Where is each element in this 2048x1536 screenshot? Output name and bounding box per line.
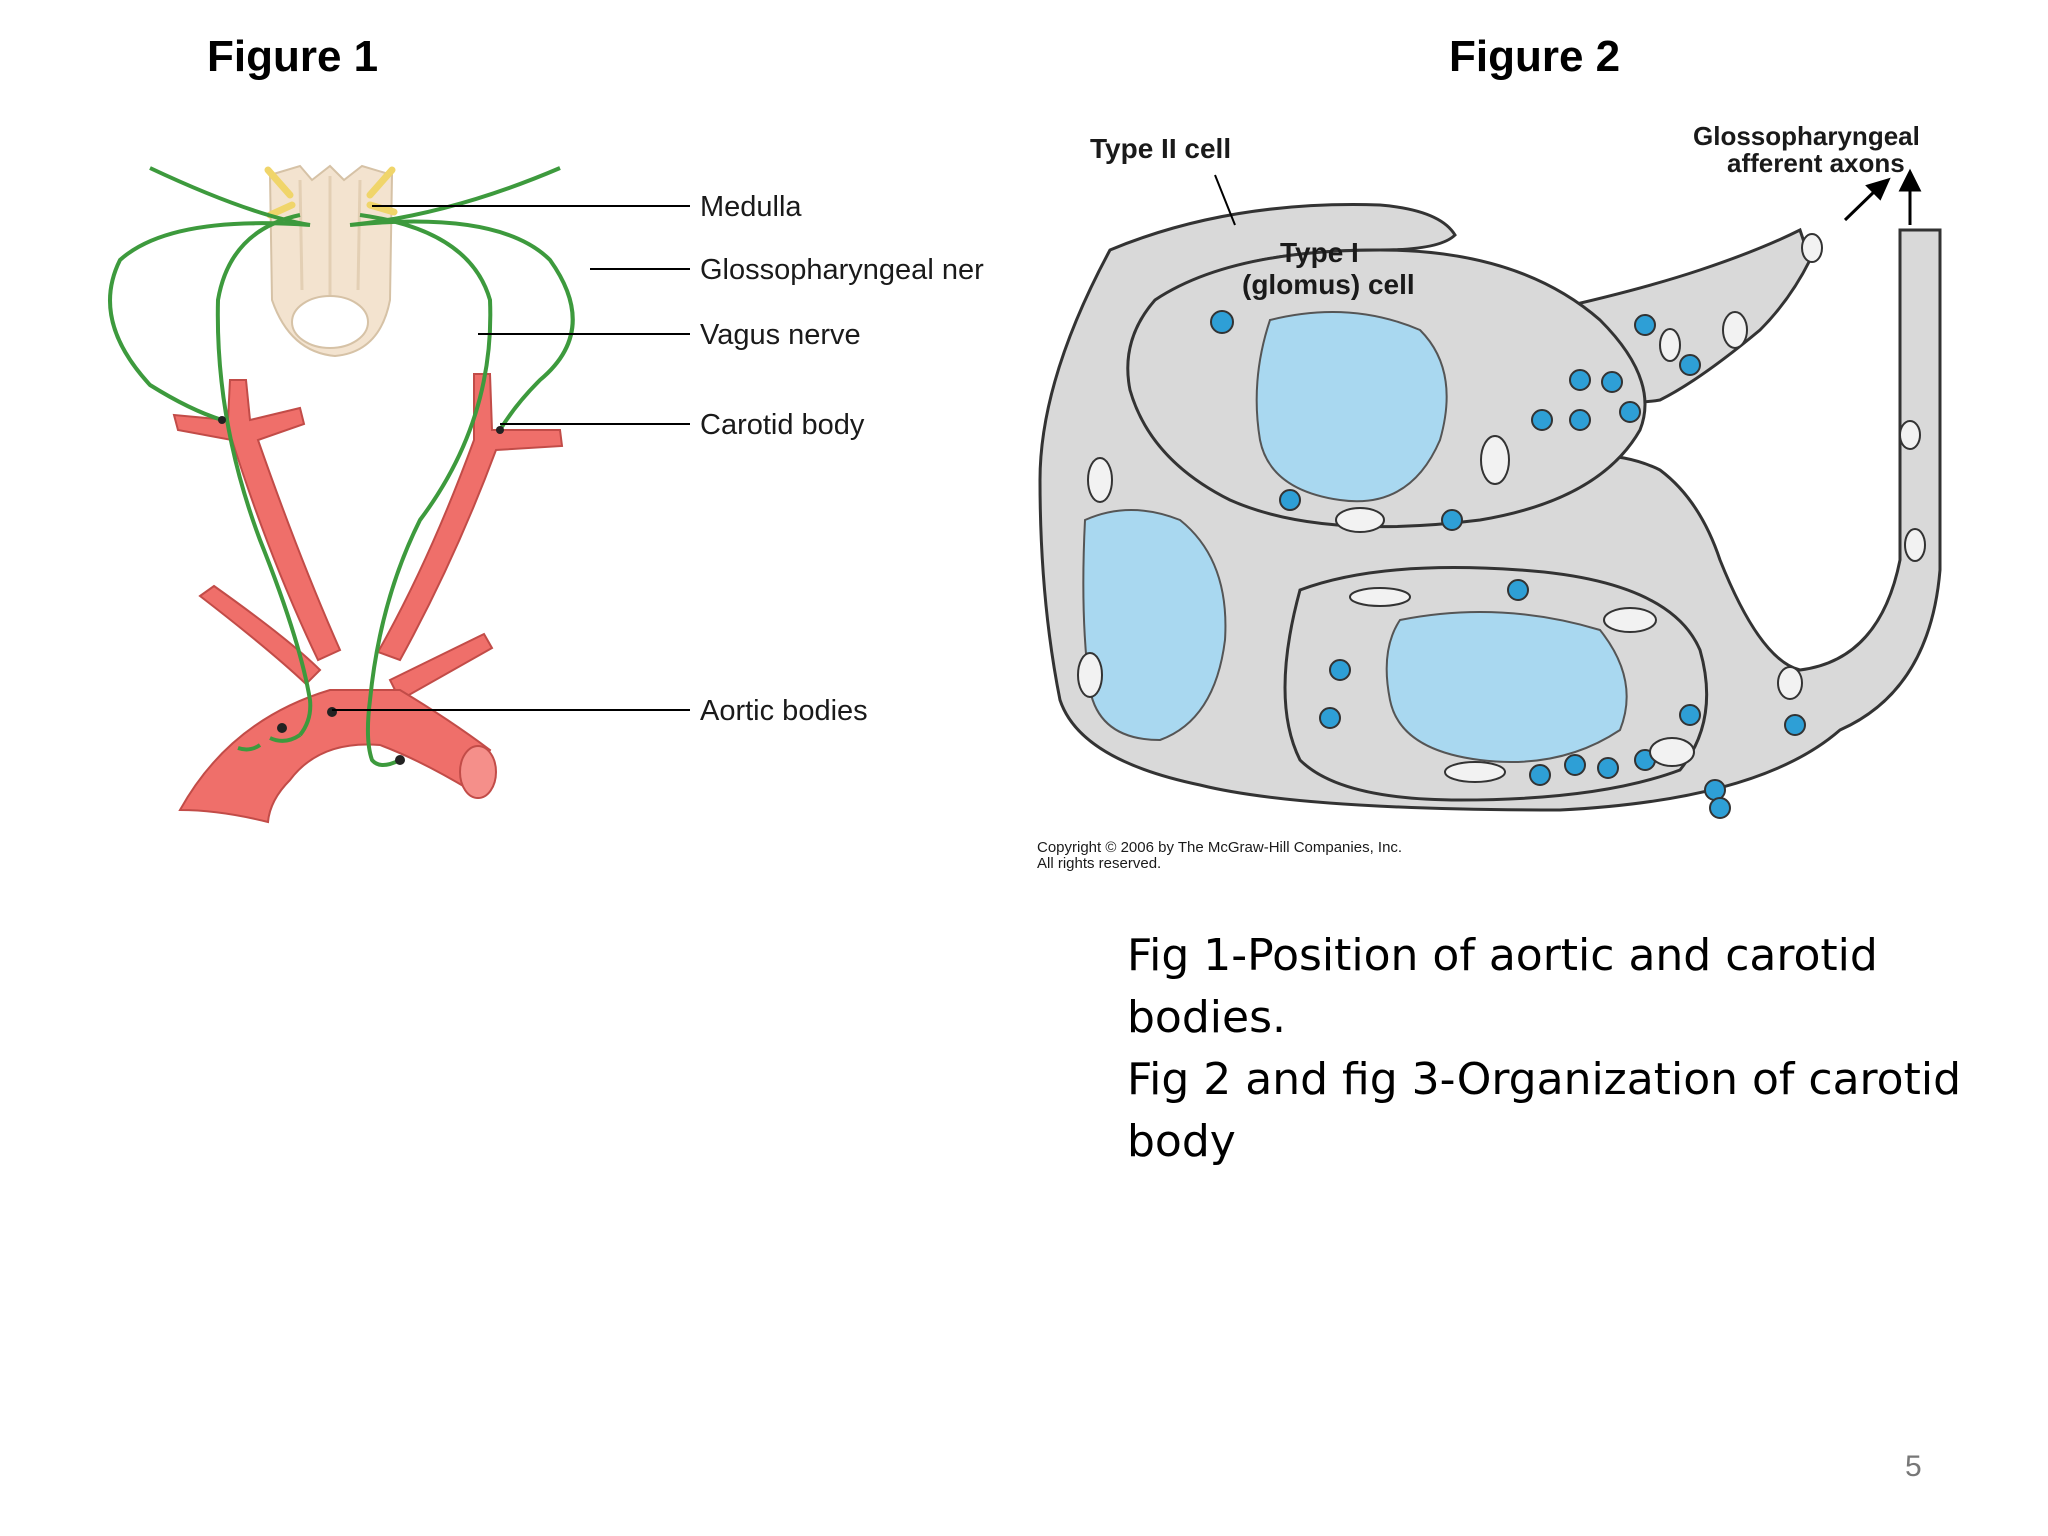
arteries xyxy=(172,373,564,824)
caption: Fig 1-Position of aortic and carotid bod… xyxy=(1127,925,1987,1173)
caption-line-4: body xyxy=(1127,1116,1236,1167)
copyright-line2: All rights reserved. xyxy=(1037,855,1161,872)
axon-arrows xyxy=(1214,168,1922,226)
type-i-cell-lower xyxy=(1082,509,1709,802)
caption-line-3: Fig 2 and fig 3-Organization of carotid xyxy=(1127,1054,1962,1105)
vesicles xyxy=(1210,310,1806,819)
label-type-i-cell-line1: Type I xyxy=(1280,237,1359,268)
label-glossopharyngeal-axons-line1: Glossopharyngeal xyxy=(1693,121,1920,151)
copyright-line1: Copyright © 2006 by The McGraw-Hill Comp… xyxy=(1037,839,1402,856)
label-carotid-body: Carotid body xyxy=(700,409,865,441)
medulla-shape xyxy=(264,164,398,358)
leader-lines xyxy=(332,205,690,711)
label-type-i-cell-line2: (glomus) cell xyxy=(1242,269,1415,300)
caption-line-1: Fig 1-Position of aortic and carotid xyxy=(1127,930,1878,981)
label-aortic-bodies: Aortic bodies xyxy=(700,695,868,727)
label-glossopharyngeal-nerve: Glossopharyngeal ner xyxy=(700,254,984,286)
label-vagus-nerve: Vagus nerve xyxy=(700,319,861,351)
caption-line-2: bodies. xyxy=(1127,992,1286,1043)
mitochondria xyxy=(1077,233,1926,783)
page-number: 5 xyxy=(1905,1450,1922,1483)
label-type-ii-cell: Type II cell xyxy=(1090,133,1231,164)
label-medulla: Medulla xyxy=(700,191,802,223)
figure-1-title: Figure 1 xyxy=(207,32,379,81)
figure-2-title: Figure 2 xyxy=(1449,32,1621,81)
type-i-cell-upper xyxy=(1126,248,1647,529)
nerves xyxy=(108,166,575,767)
label-glossopharyngeal-axons-line2: afferent axons xyxy=(1727,148,1905,178)
